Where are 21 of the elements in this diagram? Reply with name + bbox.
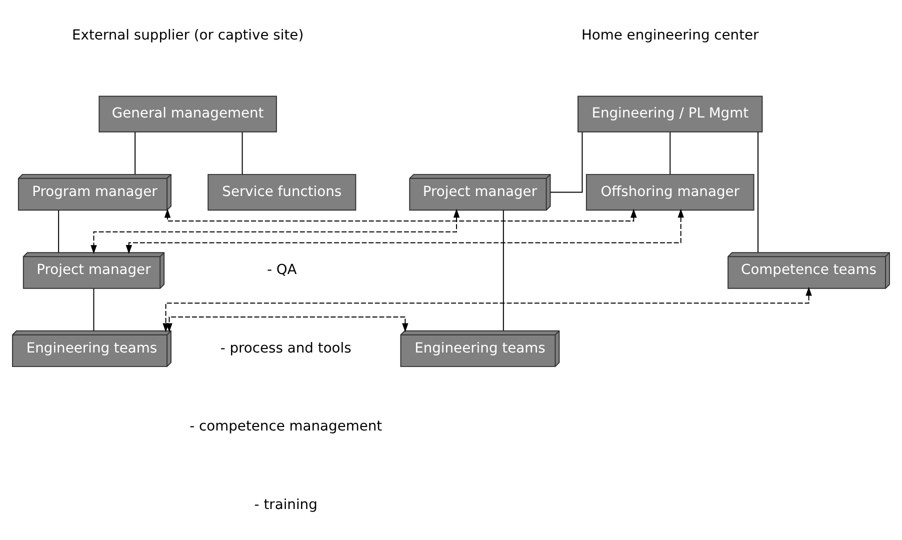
connector (58, 209, 60, 252)
label: - competence management (190, 418, 382, 434)
connector (550, 131, 583, 192)
node-box: Offshoring manager (586, 173, 754, 210)
connector (502, 209, 504, 330)
arrow (164, 208, 637, 221)
label: External supplier (or captive site) (72, 26, 304, 43)
arrow (126, 208, 684, 254)
arrow (90, 208, 460, 254)
arrow (166, 316, 408, 332)
label: - QA (267, 262, 297, 278)
label: - process and tools (220, 340, 352, 356)
connector (242, 131, 243, 174)
node-box: General management (98, 95, 277, 132)
connector (93, 288, 94, 331)
label: Home engineering center (581, 26, 759, 43)
label: - training (254, 496, 318, 512)
connector (134, 131, 136, 174)
node-box: Service functions (208, 173, 356, 210)
connector (670, 131, 671, 174)
node-box: Engineering / PL Mgmt (578, 95, 763, 132)
